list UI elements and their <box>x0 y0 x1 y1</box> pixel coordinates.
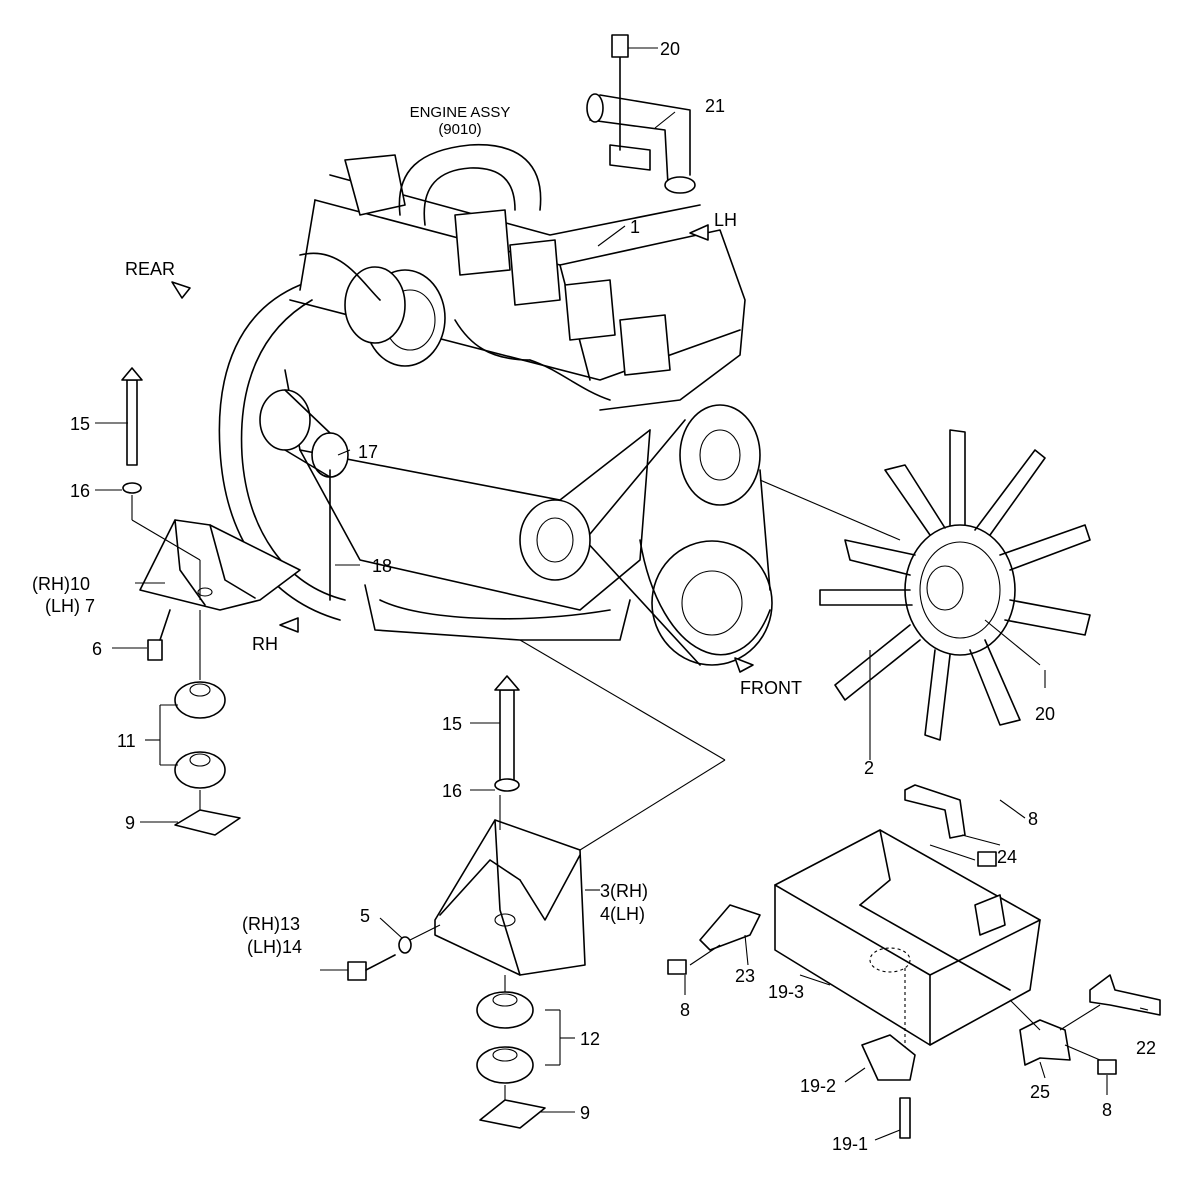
callout-13: (RH)13 <box>242 914 300 934</box>
callout-12: 12 <box>580 1029 600 1049</box>
callout-16b: 16 <box>442 781 462 801</box>
callout-19-3: 19-3 <box>768 982 804 1002</box>
direction-front: FRONT <box>740 678 802 698</box>
callout-17: 17 <box>358 442 378 462</box>
callout-23: 23 <box>735 966 755 986</box>
callout-15a: 15 <box>70 414 90 434</box>
callout-20b: 20 <box>1035 704 1055 724</box>
callout-20a: 20 <box>660 39 680 59</box>
callout-9a: 9 <box>125 813 135 833</box>
callout-11: 11 <box>117 731 136 751</box>
callout-25: 25 <box>1030 1082 1050 1102</box>
callout-16a: 16 <box>70 481 90 501</box>
callout-14: (LH)14 <box>247 937 302 957</box>
callout-24: 24 <box>997 847 1017 867</box>
direction-rear: REAR <box>125 259 175 279</box>
callout-19-1: 19-1 <box>832 1134 868 1154</box>
callout-8c: 8 <box>1102 1100 1112 1120</box>
callout-3: 3(RH) <box>600 881 648 901</box>
callout-6: 6 <box>92 639 102 659</box>
left-engine-mount <box>121 367 301 836</box>
engine-assembly <box>218 143 773 666</box>
direction-rh: RH <box>252 634 278 654</box>
callout-22: 22 <box>1136 1038 1156 1058</box>
callout-19-2: 19-2 <box>800 1076 836 1096</box>
direction-arrows <box>171 224 754 673</box>
cover-assembly <box>667 784 1161 1139</box>
callout-10: (RH)10 <box>32 574 90 594</box>
direction-lh: LH <box>714 210 737 230</box>
callout-9b: 9 <box>580 1103 590 1123</box>
callout-15b: 15 <box>442 714 462 734</box>
callout-7: (LH) 7 <box>45 596 95 616</box>
callout-18: 18 <box>372 556 392 576</box>
callout-4: 4(LH) <box>600 904 645 924</box>
callout-8a: 8 <box>1028 809 1038 829</box>
engine-assy-title: ENGINE ASSY <box>410 104 511 121</box>
leader-lines <box>95 225 1149 1141</box>
intake-pipe-assembly <box>586 34 696 194</box>
engine-assy-code: (9010) <box>438 121 481 138</box>
callout-1: 1 <box>630 217 640 237</box>
callout-5: 5 <box>360 906 370 926</box>
right-engine-mount <box>347 639 726 1129</box>
callout-2: 2 <box>864 758 874 778</box>
callout-21: 21 <box>705 96 725 116</box>
labels: ENGINE ASSY (9010) REAR LH RH FRONT 1 2 … <box>32 39 1156 1154</box>
dipstick <box>329 469 360 601</box>
callout-8b: 8 <box>680 1000 690 1020</box>
